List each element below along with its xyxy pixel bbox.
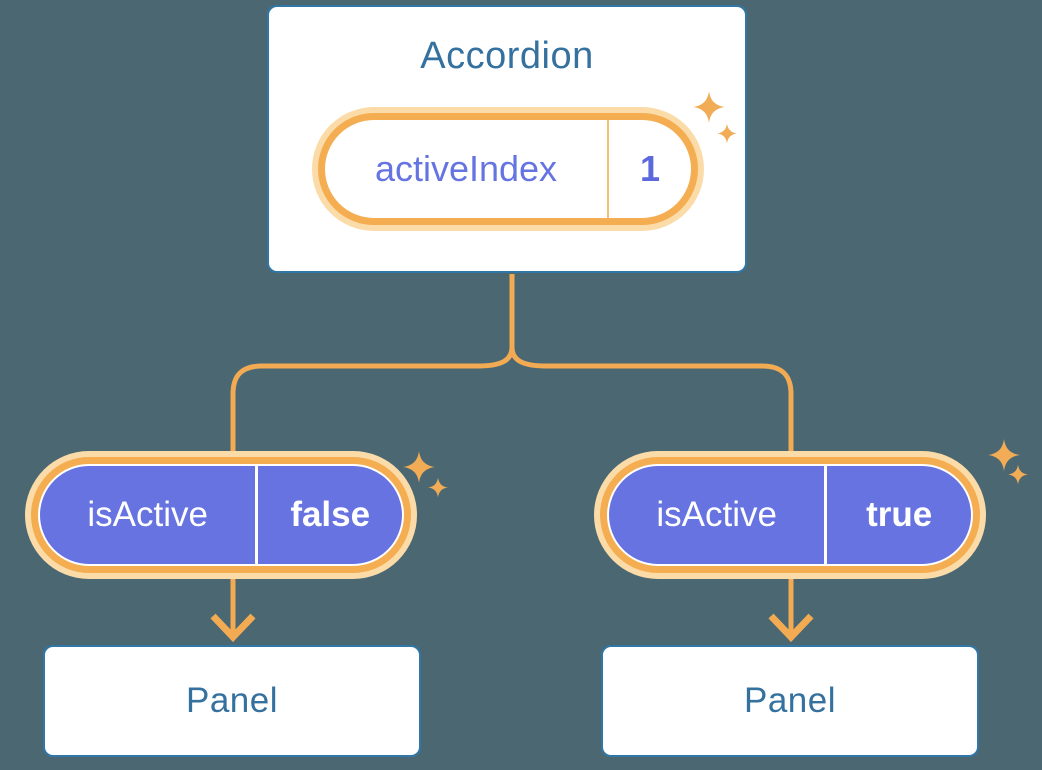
panel-card-right: Panel <box>601 645 979 757</box>
connector-right-branch <box>509 346 794 637</box>
sparkle-icon <box>717 123 737 144</box>
prop-pill-value: true <box>866 495 933 534</box>
prop-pill-isactive-true: isActive true <box>607 464 973 566</box>
sparkle-icon <box>428 477 448 498</box>
state-pill-divider <box>607 120 609 218</box>
prop-pill-label: isActive <box>87 495 208 534</box>
connector-left-branch <box>230 346 515 637</box>
accordion-card: Accordion activeIndex 1 <box>267 5 747 273</box>
prop-pill-label: isActive <box>656 495 777 534</box>
accordion-title: Accordion <box>420 35 594 77</box>
panel-title: Panel <box>185 681 279 720</box>
prop-pill-isactive-false: isActive false <box>38 464 404 566</box>
panel-title: Panel <box>743 681 837 720</box>
prop-pill-divider <box>824 466 828 564</box>
prop-pill-divider <box>255 466 259 564</box>
state-pill-label: activeIndex <box>374 148 558 189</box>
sparkle-icon <box>988 439 1020 471</box>
panel-card-left: Panel <box>43 645 421 757</box>
arrowhead-left <box>210 613 256 643</box>
arrowhead-right <box>768 613 814 643</box>
prop-pill-value: false <box>290 495 371 534</box>
state-pill-value: 1 <box>639 148 661 189</box>
sparkle-icon <box>1008 464 1028 485</box>
sparkle-icon <box>403 451 435 483</box>
state-pill: activeIndex 1 <box>318 113 698 225</box>
sparkle-icon <box>693 91 725 123</box>
